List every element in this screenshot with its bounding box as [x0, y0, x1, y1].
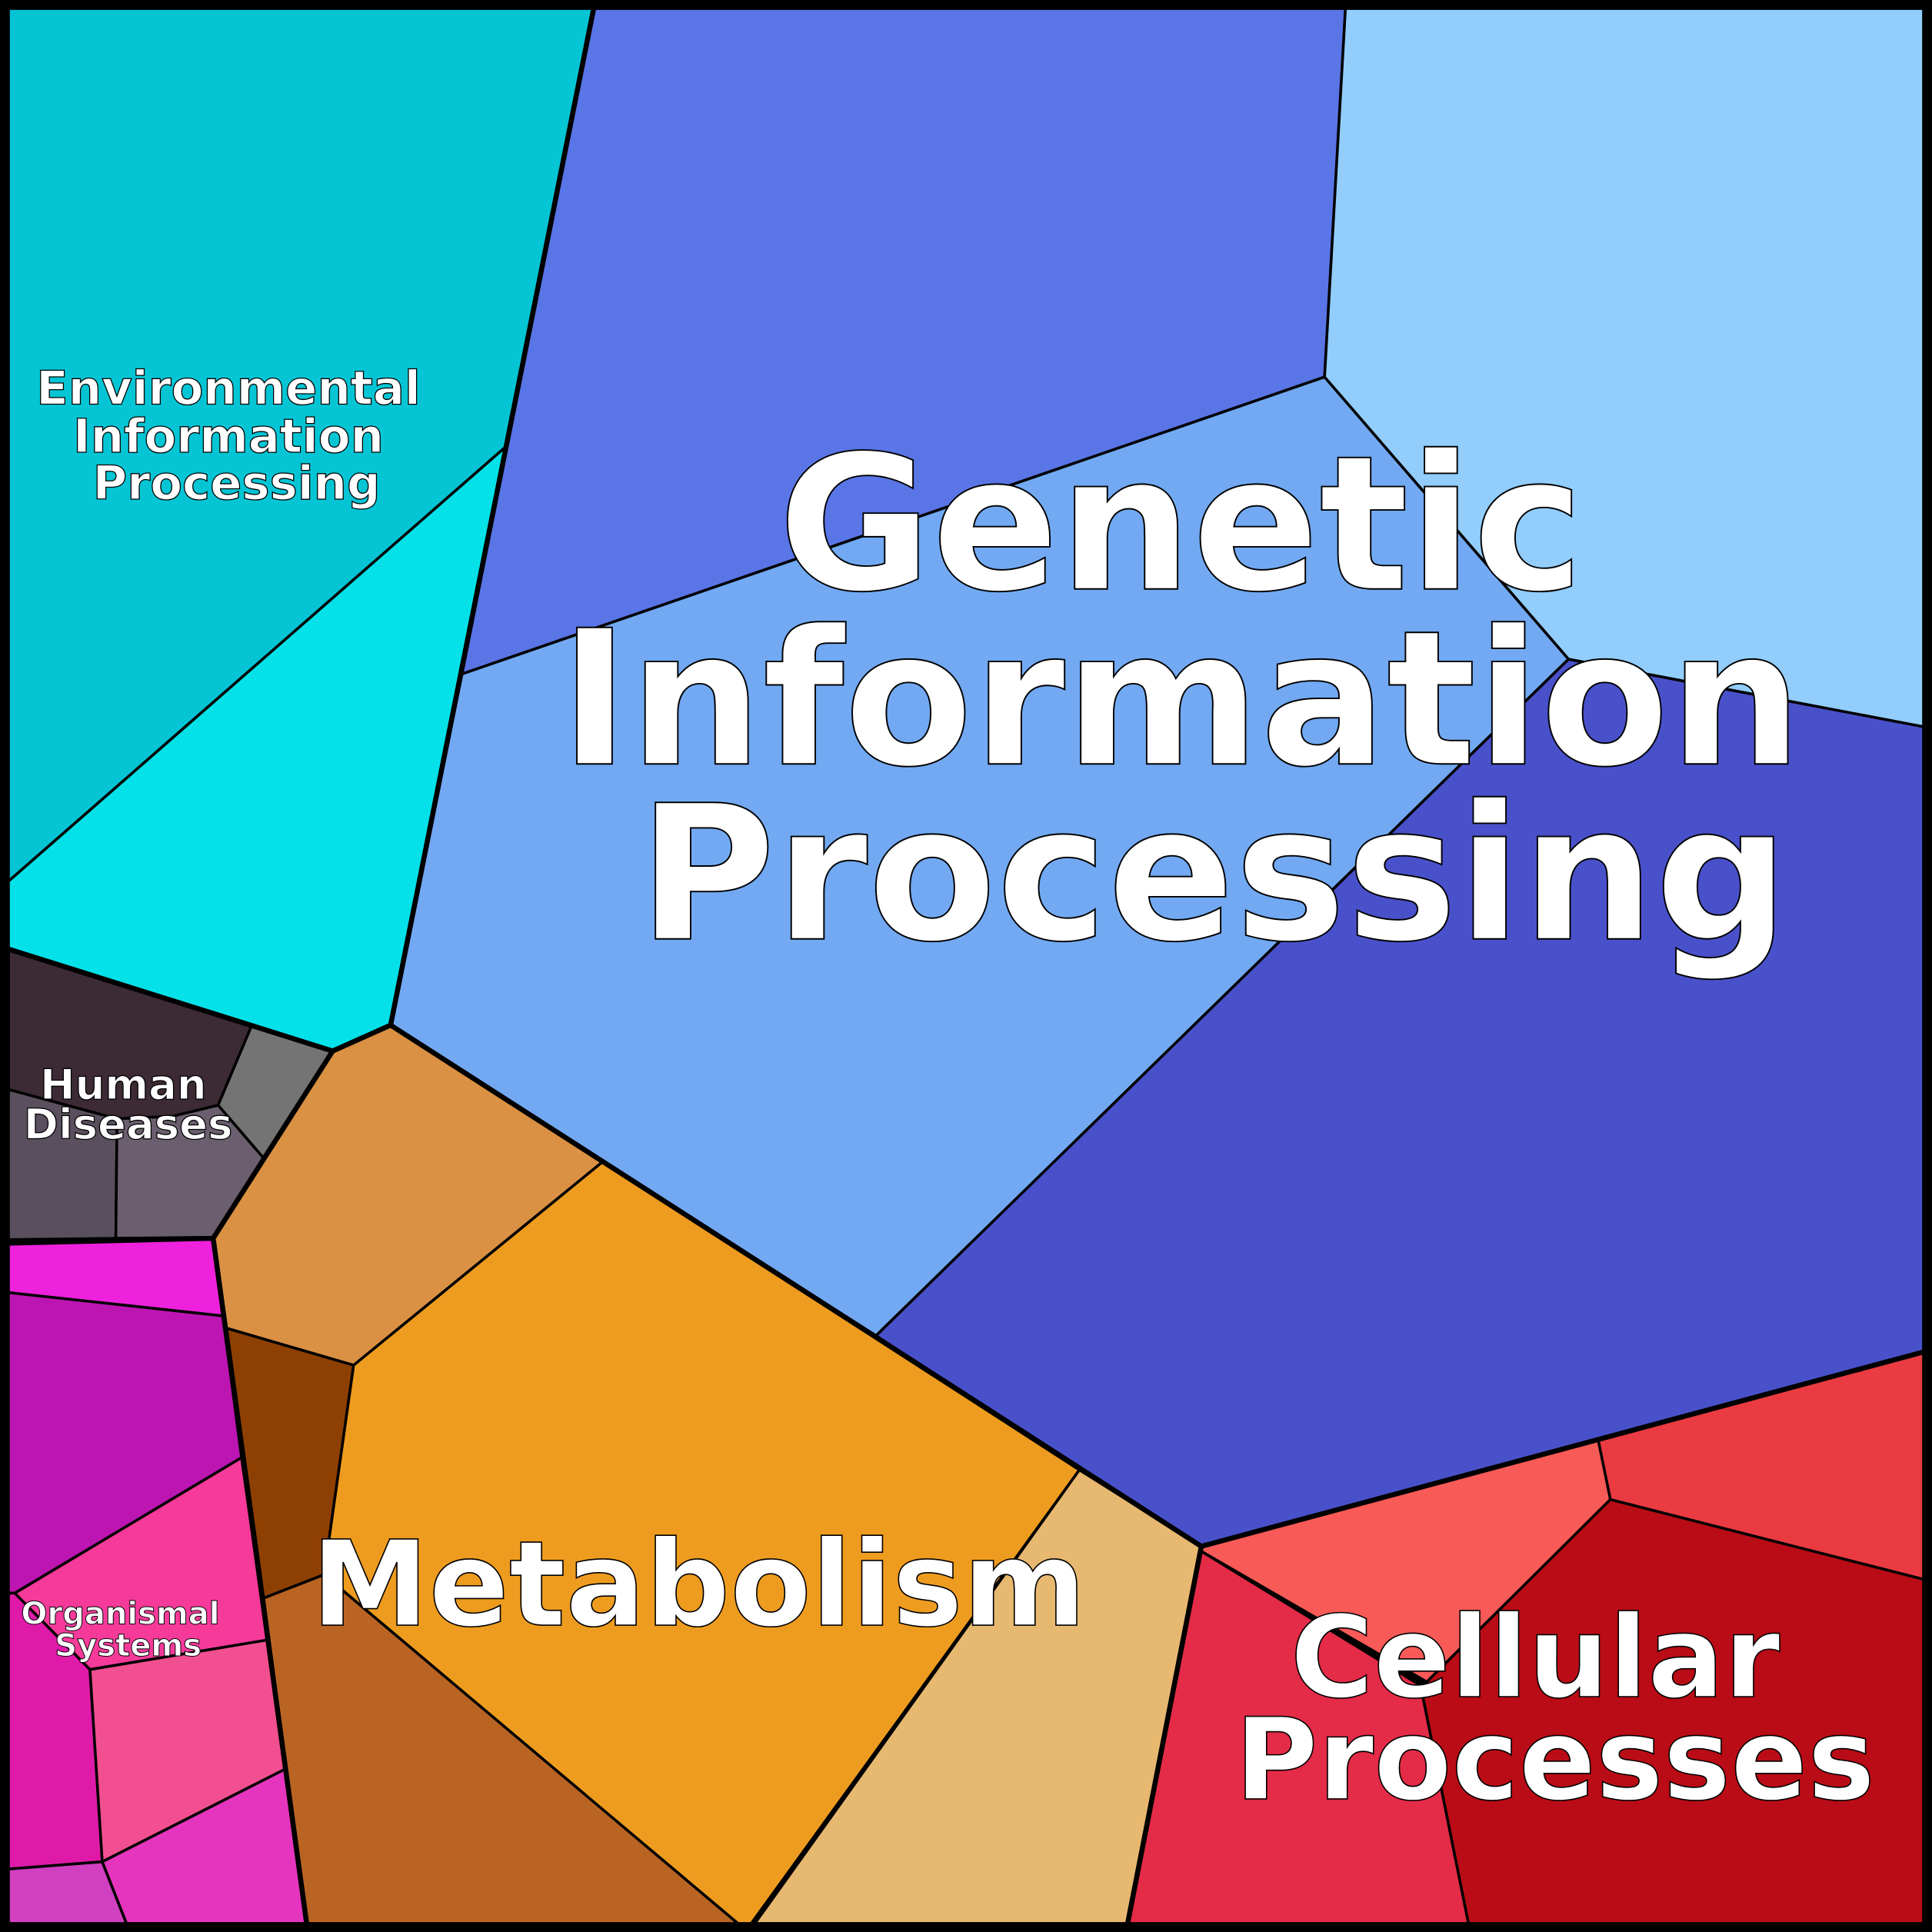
label-line: Information	[560, 591, 1803, 808]
label-cellular: Cellular Processes	[1235, 1591, 1875, 1826]
label-line: Systems	[55, 1628, 202, 1664]
label-line: Genetic	[778, 416, 1584, 634]
cells	[5, 5, 1927, 1927]
label-line: Organismal	[21, 1596, 219, 1631]
label-metabolism: Metabolism	[311, 1516, 1087, 1654]
label-line: Information	[73, 409, 384, 464]
label-line: Diseases	[24, 1099, 233, 1148]
label-line: Processing	[638, 766, 1789, 984]
label-line: Metabolism	[311, 1516, 1087, 1654]
label-human-diseases: Human Diseases	[24, 1060, 233, 1148]
label-organismal: Organismal Systems	[21, 1596, 230, 1664]
label-line: Processing	[93, 456, 381, 511]
label-genetic: Genetic Information Processing	[560, 416, 1868, 984]
label-line: Environmental	[36, 361, 421, 415]
label-environmental: Environmental Information Processing	[36, 361, 437, 510]
label-line: Processes	[1235, 1694, 1875, 1826]
label-line: Human	[40, 1060, 207, 1109]
label-line: Cellular	[1291, 1591, 1780, 1724]
